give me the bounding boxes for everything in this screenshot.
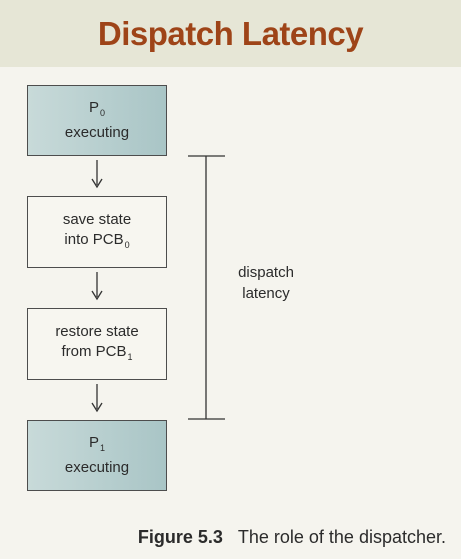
save-state-box: save state into PCB0 — [27, 196, 167, 268]
dispatch-latency-label: dispatch latency — [238, 264, 294, 302]
process-p0-box: P0 executing — [27, 85, 167, 156]
arrow-down-icon — [91, 384, 103, 413]
restore-state-line2: from PCB1 — [61, 342, 133, 362]
figure-caption-text: The role of the dispatcher. — [237, 527, 446, 547]
arrow-down-icon — [91, 272, 103, 301]
figure-number: Figure 5.3 — [137, 527, 223, 547]
process-p1-box: P1 executing — [27, 420, 167, 491]
process-p0-status: executing — [64, 124, 130, 141]
slide-title: Dispatch Latency — [97, 15, 364, 52]
latency-bracket — [188, 155, 225, 420]
save-state-line2: into PCB0 — [64, 230, 130, 250]
process-p1-status: executing — [64, 459, 130, 476]
process-p1-name: P1 — [88, 434, 106, 453]
figure-caption: Figure 5.3 The role of the dispatcher. — [0, 527, 446, 548]
save-state-line1: save state — [62, 210, 132, 228]
arrow-down-icon — [91, 160, 103, 189]
restore-state-box: restore state from PCB1 — [27, 308, 167, 380]
process-p0-name: P0 — [88, 99, 106, 118]
restore-state-line1: restore state — [55, 322, 139, 340]
